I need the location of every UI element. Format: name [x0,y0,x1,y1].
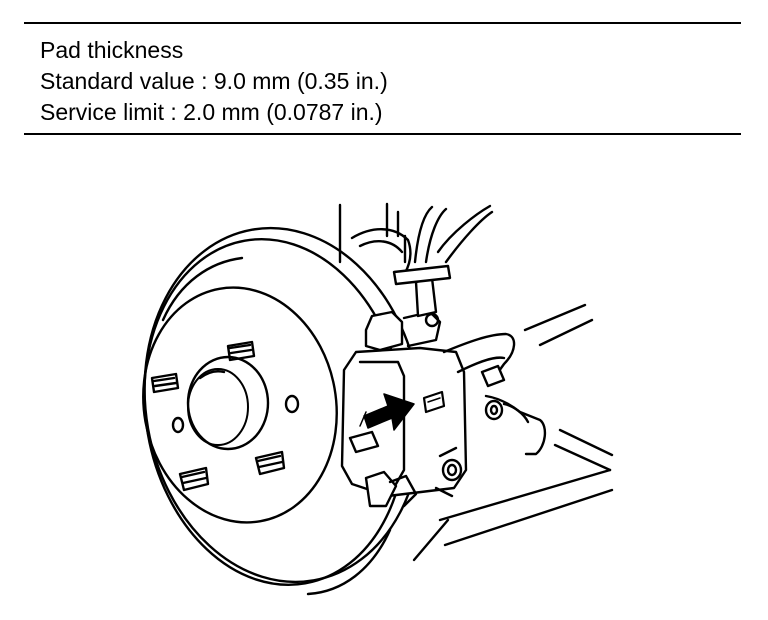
inspection-arrow [359,393,415,431]
suspension-arm [412,303,614,562]
stud [178,466,210,492]
pad-inspection-window [422,390,446,414]
stud [226,340,256,362]
spec-title: Pad thickness [40,37,184,63]
service-limit: Service limit : 2.0 mm (0.0787 in.) [40,99,383,125]
top-rule [24,22,741,24]
wheel-studs [150,340,300,492]
standard-value: Standard value : 9.0 mm (0.35 in.) [40,68,388,94]
stud [150,372,180,394]
stud [254,450,286,476]
hub [142,286,338,524]
brake-line [442,332,547,456]
spec-box: Pad thickness Standard value : 9.0 mm (0… [24,22,741,135]
bottom-rule [24,133,741,135]
spec-lines: Pad thickness Standard value : 9.0 mm (0… [40,35,388,128]
brake-hose [338,202,494,264]
caliper [340,264,468,508]
